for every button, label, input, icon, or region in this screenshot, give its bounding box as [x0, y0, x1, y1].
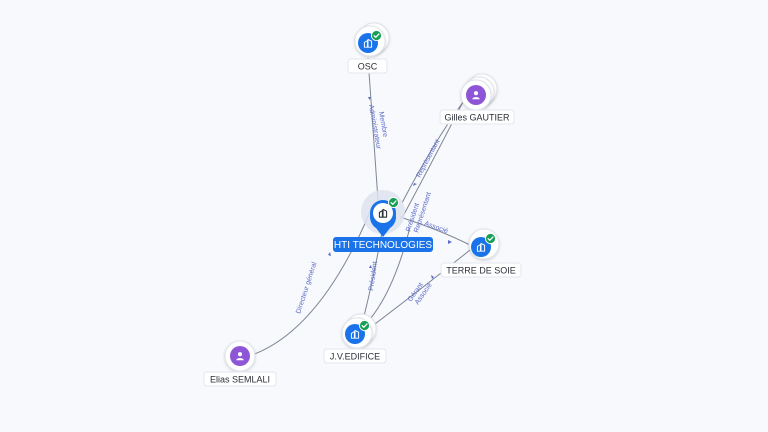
- edge-arrow: [413, 183, 417, 186]
- node-label-jv-edifice: J.V.EDIFICE: [330, 352, 380, 362]
- node-terre-de-soie[interactable]: TERRE DE SOIE: [440, 228, 522, 278]
- verified-check-icon: [359, 320, 370, 331]
- verified-check-icon: [388, 197, 399, 208]
- node-label-elias-semlali: Elias SEMLALI: [210, 375, 270, 385]
- edges-layer: [251, 57, 471, 356]
- edge-jv-terre: [366, 249, 471, 331]
- edge-arrow: [368, 97, 371, 100]
- node-label-hti-technologies: HTI TECHNOLOGIES: [334, 240, 432, 251]
- edge-label-representant: Représentant: [416, 138, 442, 178]
- node-jv-edifice[interactable]: J.V.EDIFICE: [323, 313, 387, 364]
- edge-center-terre: [399, 216, 471, 246]
- edge-arrow: [431, 275, 434, 279]
- edge-osc-center: [367, 57, 379, 201]
- node-label-gilles-gautier: Gilles GAUTIER: [444, 113, 510, 123]
- edge-arrow: [448, 240, 452, 244]
- node-elias-semlali[interactable]: Elias SEMLALI: [203, 340, 277, 387]
- node-osc[interactable]: OSC: [347, 22, 390, 74]
- verified-check-icon: [485, 233, 496, 244]
- node-hti-technologies[interactable]: HTI TECHNOLOGIES: [333, 190, 433, 252]
- node-label-terre-de-soie: TERRE DE SOIE: [446, 266, 516, 276]
- edge-label-membre: Membre: [377, 111, 388, 138]
- node-label-osc: OSC: [358, 62, 378, 72]
- edge-label-associe: Associé: [423, 220, 449, 235]
- verified-check-icon: [371, 30, 382, 41]
- node-gilles-gautier[interactable]: Gilles GAUTIER: [439, 73, 515, 125]
- edge-arrow: [369, 265, 372, 268]
- edge-arrow: [328, 252, 331, 256]
- edge-label-president: Président: [368, 261, 379, 291]
